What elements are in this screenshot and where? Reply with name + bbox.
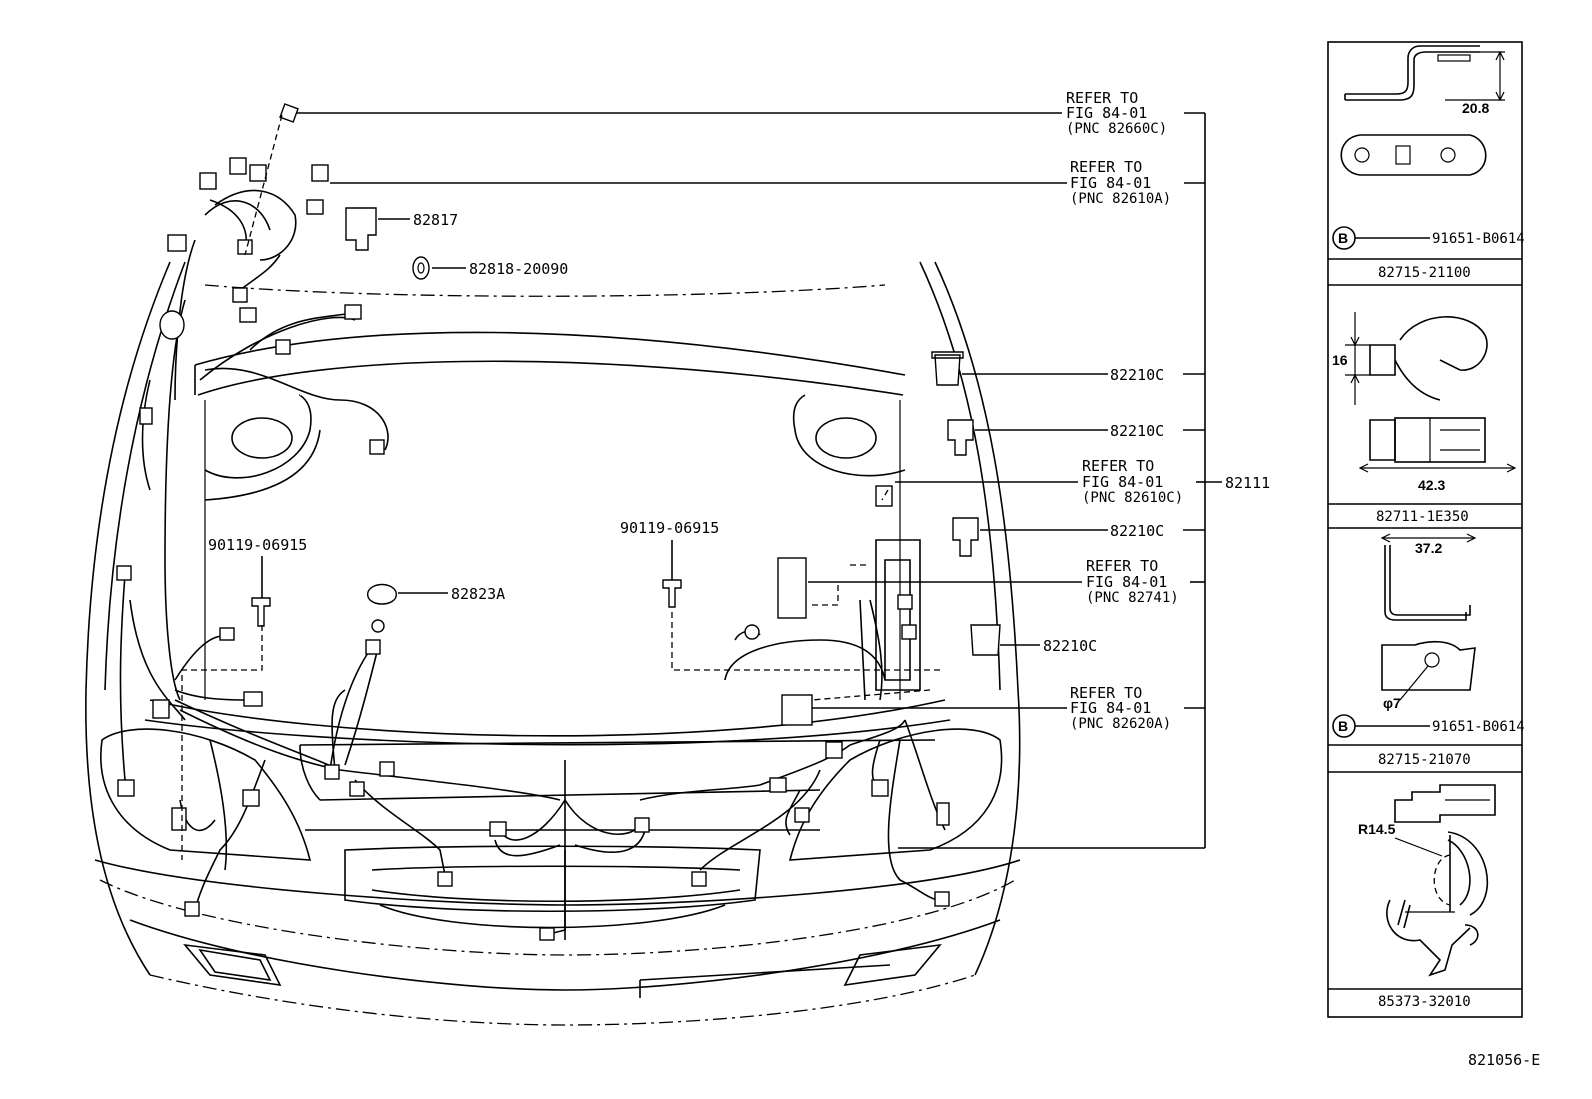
clip-82210c-parts xyxy=(931,351,1001,656)
label-82210c-2: 82210C xyxy=(1110,422,1164,440)
refer-2-line3: (PNC 82610A) xyxy=(1070,191,1171,207)
detail-panel-82711-1e350: 16 42.3 82711-1E350 xyxy=(1332,312,1517,525)
refer-3-line1: REFER TO xyxy=(1082,457,1154,475)
label-85373-32010: 85373-32010 xyxy=(1378,994,1471,1010)
harness-connectors xyxy=(116,103,950,941)
refer-4-line2: FIG 84-01 xyxy=(1086,573,1167,591)
refer-2-line2: FIG 84-01 xyxy=(1070,174,1151,192)
callout-refer-2: REFER TO FIG 84-01 (PNC 82610A) xyxy=(1070,158,1171,207)
refer-5-line2: FIG 84-01 xyxy=(1070,699,1151,717)
refer-1-line3: (PNC 82660C) xyxy=(1066,121,1167,137)
leader-dashed-lines xyxy=(181,114,940,860)
dim-r14-5: R14.5 xyxy=(1358,821,1396,837)
dim-42-3: 42.3 xyxy=(1418,477,1445,493)
refer-3-line2: FIG 84-01 xyxy=(1082,473,1163,491)
callout-refer-4: REFER TO FIG 84-01 (PNC 82741) xyxy=(1086,557,1179,606)
label-82210c-4: 82210C xyxy=(1043,637,1097,655)
label-82823a: 82823A xyxy=(451,585,505,603)
label-bolt-right: 90119-06915 xyxy=(620,519,719,537)
detail-panel-85373-32010: R14.5 85373-32010 xyxy=(1358,784,1496,1010)
refer-1-line1: REFER TO xyxy=(1066,89,1138,107)
callout-refer-5: REFER TO FIG 84-01 (PNC 82620A) xyxy=(1070,684,1171,732)
figure-id: 821056-E xyxy=(1468,1051,1540,1069)
label-82210c-3: 82210C xyxy=(1110,522,1164,540)
label-82111: 82111 xyxy=(1225,474,1270,492)
refer-4-line1: REFER TO xyxy=(1086,557,1158,575)
marker-b-1: B xyxy=(1338,230,1348,246)
detail-panels xyxy=(1327,41,1523,1018)
refer-2-line1: REFER TO xyxy=(1070,158,1142,176)
dim-16: 16 xyxy=(1332,352,1348,368)
misc-parts xyxy=(251,207,682,627)
refer-5-line1: REFER TO xyxy=(1070,684,1142,702)
callout-refer-3: REFER TO FIG 84-01 (PNC 82610C) xyxy=(1082,457,1183,506)
detail-panel-82715-21070: 37.2 φ7 B 91651-B0614 82715-21070 xyxy=(1332,533,1525,768)
label-82210c-1: 82210C xyxy=(1110,366,1164,384)
refer-3-line3: (PNC 82610C) xyxy=(1082,490,1183,506)
dim-37-2: 37.2 xyxy=(1415,540,1442,556)
label-82711-1e350: 82711-1E350 xyxy=(1376,509,1469,525)
label-91651-b0614-2: 91651-B0614 xyxy=(1432,719,1525,735)
label-82818: 82818-20090 xyxy=(469,260,568,278)
detail-panel-82715-21100: 20.8 B 91651-B0614 82715-21100 xyxy=(1332,45,1525,281)
label-82715-21070: 82715-21070 xyxy=(1378,752,1471,768)
callout-leader-lines xyxy=(261,112,1222,849)
label-bolt-left: 90119-06915 xyxy=(208,536,307,554)
refer-5-line3: (PNC 82620A) xyxy=(1070,716,1171,732)
dim-20-8: 20.8 xyxy=(1462,100,1489,116)
label-82817: 82817 xyxy=(413,211,458,229)
refer-4-line3: (PNC 82741) xyxy=(1086,590,1179,606)
marker-b-2: B xyxy=(1338,718,1348,734)
part-labels: 82817 82818-20090 82210C 82210C 82111 82… xyxy=(208,211,1270,655)
dim-phi-7: φ7 xyxy=(1383,695,1401,711)
label-91651-b0614-1: 91651-B0614 xyxy=(1432,231,1525,247)
refer-1-line2: FIG 84-01 xyxy=(1066,104,1147,122)
label-82715-21100: 82715-21100 xyxy=(1378,265,1471,281)
callout-refer-1: REFER TO FIG 84-01 (PNC 82660C) xyxy=(1066,89,1167,137)
